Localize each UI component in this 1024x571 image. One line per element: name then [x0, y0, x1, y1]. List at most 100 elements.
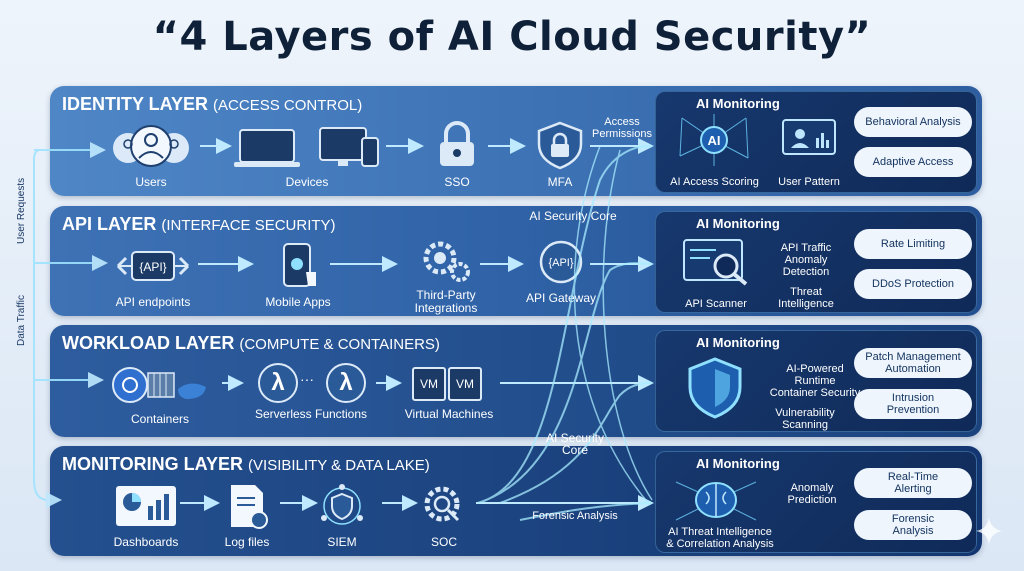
node-label: API endpoints	[115, 295, 191, 309]
node-label: Users	[135, 175, 167, 189]
capability-pill: Rate Limiting	[854, 229, 972, 259]
capability-pill: Adaptive Access	[854, 147, 972, 177]
node-label: SIEM	[327, 535, 357, 549]
lambda-icon: λ	[326, 363, 366, 403]
layer-title: WORKLOAD LAYER	[62, 333, 235, 353]
node-log-files: Log files	[217, 482, 277, 549]
node-api-gateway: {API} API Gateway	[516, 238, 606, 305]
node-label: SOC	[430, 535, 457, 549]
node-devices: Devices	[232, 124, 382, 189]
workload-layer: WORKLOAD LAYER (COMPUTE & CONTAINERS) Co…	[50, 325, 982, 437]
layer-title: MONITORING LAYER	[62, 454, 244, 474]
monitor-title: AI Monitoring	[696, 216, 780, 231]
node-label: Dashboards	[113, 535, 179, 549]
api-scanner-icon	[683, 239, 748, 286]
layer-title: IDENTITY LAYER	[62, 94, 209, 114]
user-requests-label: User Requests	[16, 177, 27, 244]
node-dashboards: Dashboards	[106, 482, 186, 549]
node-api-endpoints: {API} API endpoints	[108, 244, 198, 309]
node-third-party: Third-Party Integrations	[396, 238, 496, 315]
forensic-analysis-label: Forensic Analysis	[532, 510, 618, 522]
monitoring-layer: MONITORING LAYER (VISIBILITY & DATA LAKE…	[50, 446, 982, 556]
monitor-item: AI-Powered Runtime Container Security	[769, 363, 861, 399]
layer-title: API LAYER	[62, 214, 157, 234]
node-label: Containers	[130, 412, 190, 426]
dots-icon: ···	[300, 371, 314, 387]
ai-security-core-label: AI Security Core	[545, 431, 605, 457]
container-icon	[112, 367, 206, 403]
node-label: Mobile Apps	[265, 295, 331, 309]
monitor-title: AI Monitoring	[696, 96, 780, 111]
shield-icon	[688, 357, 742, 419]
monitor-item: AI Threat Intelligence & Correlation Ana…	[666, 526, 774, 550]
node-serverless: λ ··· λ Serverless Functions	[246, 361, 376, 421]
monitor-item: Vulnerability Scanning	[775, 407, 835, 431]
mobile-app-icon	[283, 243, 316, 287]
ai-network-icon: AI	[679, 114, 749, 166]
users-icon	[113, 125, 189, 167]
api-endpoint-icon: {API}	[116, 251, 190, 281]
dashboard-icon	[116, 486, 176, 526]
node-label: Log files	[224, 535, 270, 549]
api-glyph: {API}	[548, 257, 573, 269]
vm-icon: VM	[412, 367, 446, 401]
node-mobile-apps: Mobile Apps	[248, 242, 348, 309]
monitor-item: API Scanner	[685, 298, 747, 310]
monitor-title: AI Monitoring	[696, 335, 780, 350]
ai-core-streams	[477, 144, 653, 521]
sparkle-icon	[976, 518, 1002, 544]
api-gateway-icon: {API}	[539, 240, 583, 284]
capability-pill: Real-Time Alerting	[854, 468, 972, 498]
node-label: Serverless Functions	[254, 407, 368, 421]
user-pattern-icon	[782, 119, 836, 155]
node-containers: Containers	[100, 363, 220, 426]
node-label: Devices	[285, 175, 329, 189]
monitor-item: Threat Intelligence	[778, 286, 834, 310]
page-title: “4 Layers of AI Cloud Security”	[152, 14, 872, 60]
layer-subtitle: (COMPUTE & CONTAINERS)	[239, 336, 440, 353]
siem-shield-icon	[321, 484, 363, 525]
api-glyph: {API}	[139, 260, 166, 274]
monitor-item: API Traffic Anomaly Detection	[780, 242, 832, 278]
capability-pill: Intrusion Prevention	[854, 389, 972, 419]
vm-icon: VM	[448, 367, 482, 401]
devices-icon	[234, 127, 379, 167]
layer-subtitle: (INTERFACE SECURITY)	[161, 217, 336, 234]
brain-icon	[675, 481, 757, 521]
node-label: MFA	[547, 175, 573, 189]
capability-pill: Forensic Analysis	[854, 510, 972, 540]
node-label: Virtual Machines	[404, 407, 494, 421]
monitor-item: AI Access Scoring	[670, 176, 759, 188]
lock-icon	[440, 121, 474, 166]
node-label: API Gateway	[525, 291, 597, 305]
node-label: Third-Party Integrations	[414, 288, 478, 315]
monitor-item: User Pattern	[778, 176, 840, 188]
monitor-item: Anomaly Prediction	[787, 482, 837, 506]
monitor-title: AI Monitoring	[696, 456, 780, 471]
data-traffic-label: Data Traffic	[16, 295, 27, 346]
layer-subtitle: (ACCESS CONTROL)	[213, 97, 363, 114]
node-sso: SSO	[422, 120, 492, 189]
ai-monitoring-panel: AI Monitoring AI AI Access Scoring User …	[655, 91, 977, 193]
node-soc: SOC	[414, 482, 474, 549]
access-permissions-label: Access Permissions	[592, 116, 652, 140]
capability-pill: Patch Management Automation	[854, 348, 972, 378]
shield-lock-icon	[537, 121, 583, 170]
ai-security-core-label: AI Security Core	[529, 209, 617, 223]
lambda-icon: λ	[258, 363, 298, 403]
capability-pill: Behavioral Analysis	[854, 107, 972, 137]
node-users: Users	[106, 124, 196, 189]
soc-gear-icon	[424, 486, 460, 522]
ai-monitoring-panel: AI Monitoring Anomaly Prediction AI Thre…	[655, 451, 977, 553]
left-feed-lines	[33, 142, 108, 508]
node-virtual-machines: VM VM Virtual Machines	[394, 361, 504, 421]
gears-icon	[423, 241, 470, 282]
node-mfa: MFA	[525, 120, 595, 189]
capability-pill: DDoS Protection	[854, 269, 972, 299]
ai-monitoring-panel: AI Monitoring AI-Powered Runtime Contain…	[655, 330, 977, 432]
ai-core-glyph: AI	[708, 133, 721, 148]
node-siem: SIEM	[312, 482, 372, 549]
ai-monitoring-panel: AI Monitoring API Scanner API Traffic An…	[655, 211, 977, 313]
node-label: SSO	[444, 175, 470, 189]
